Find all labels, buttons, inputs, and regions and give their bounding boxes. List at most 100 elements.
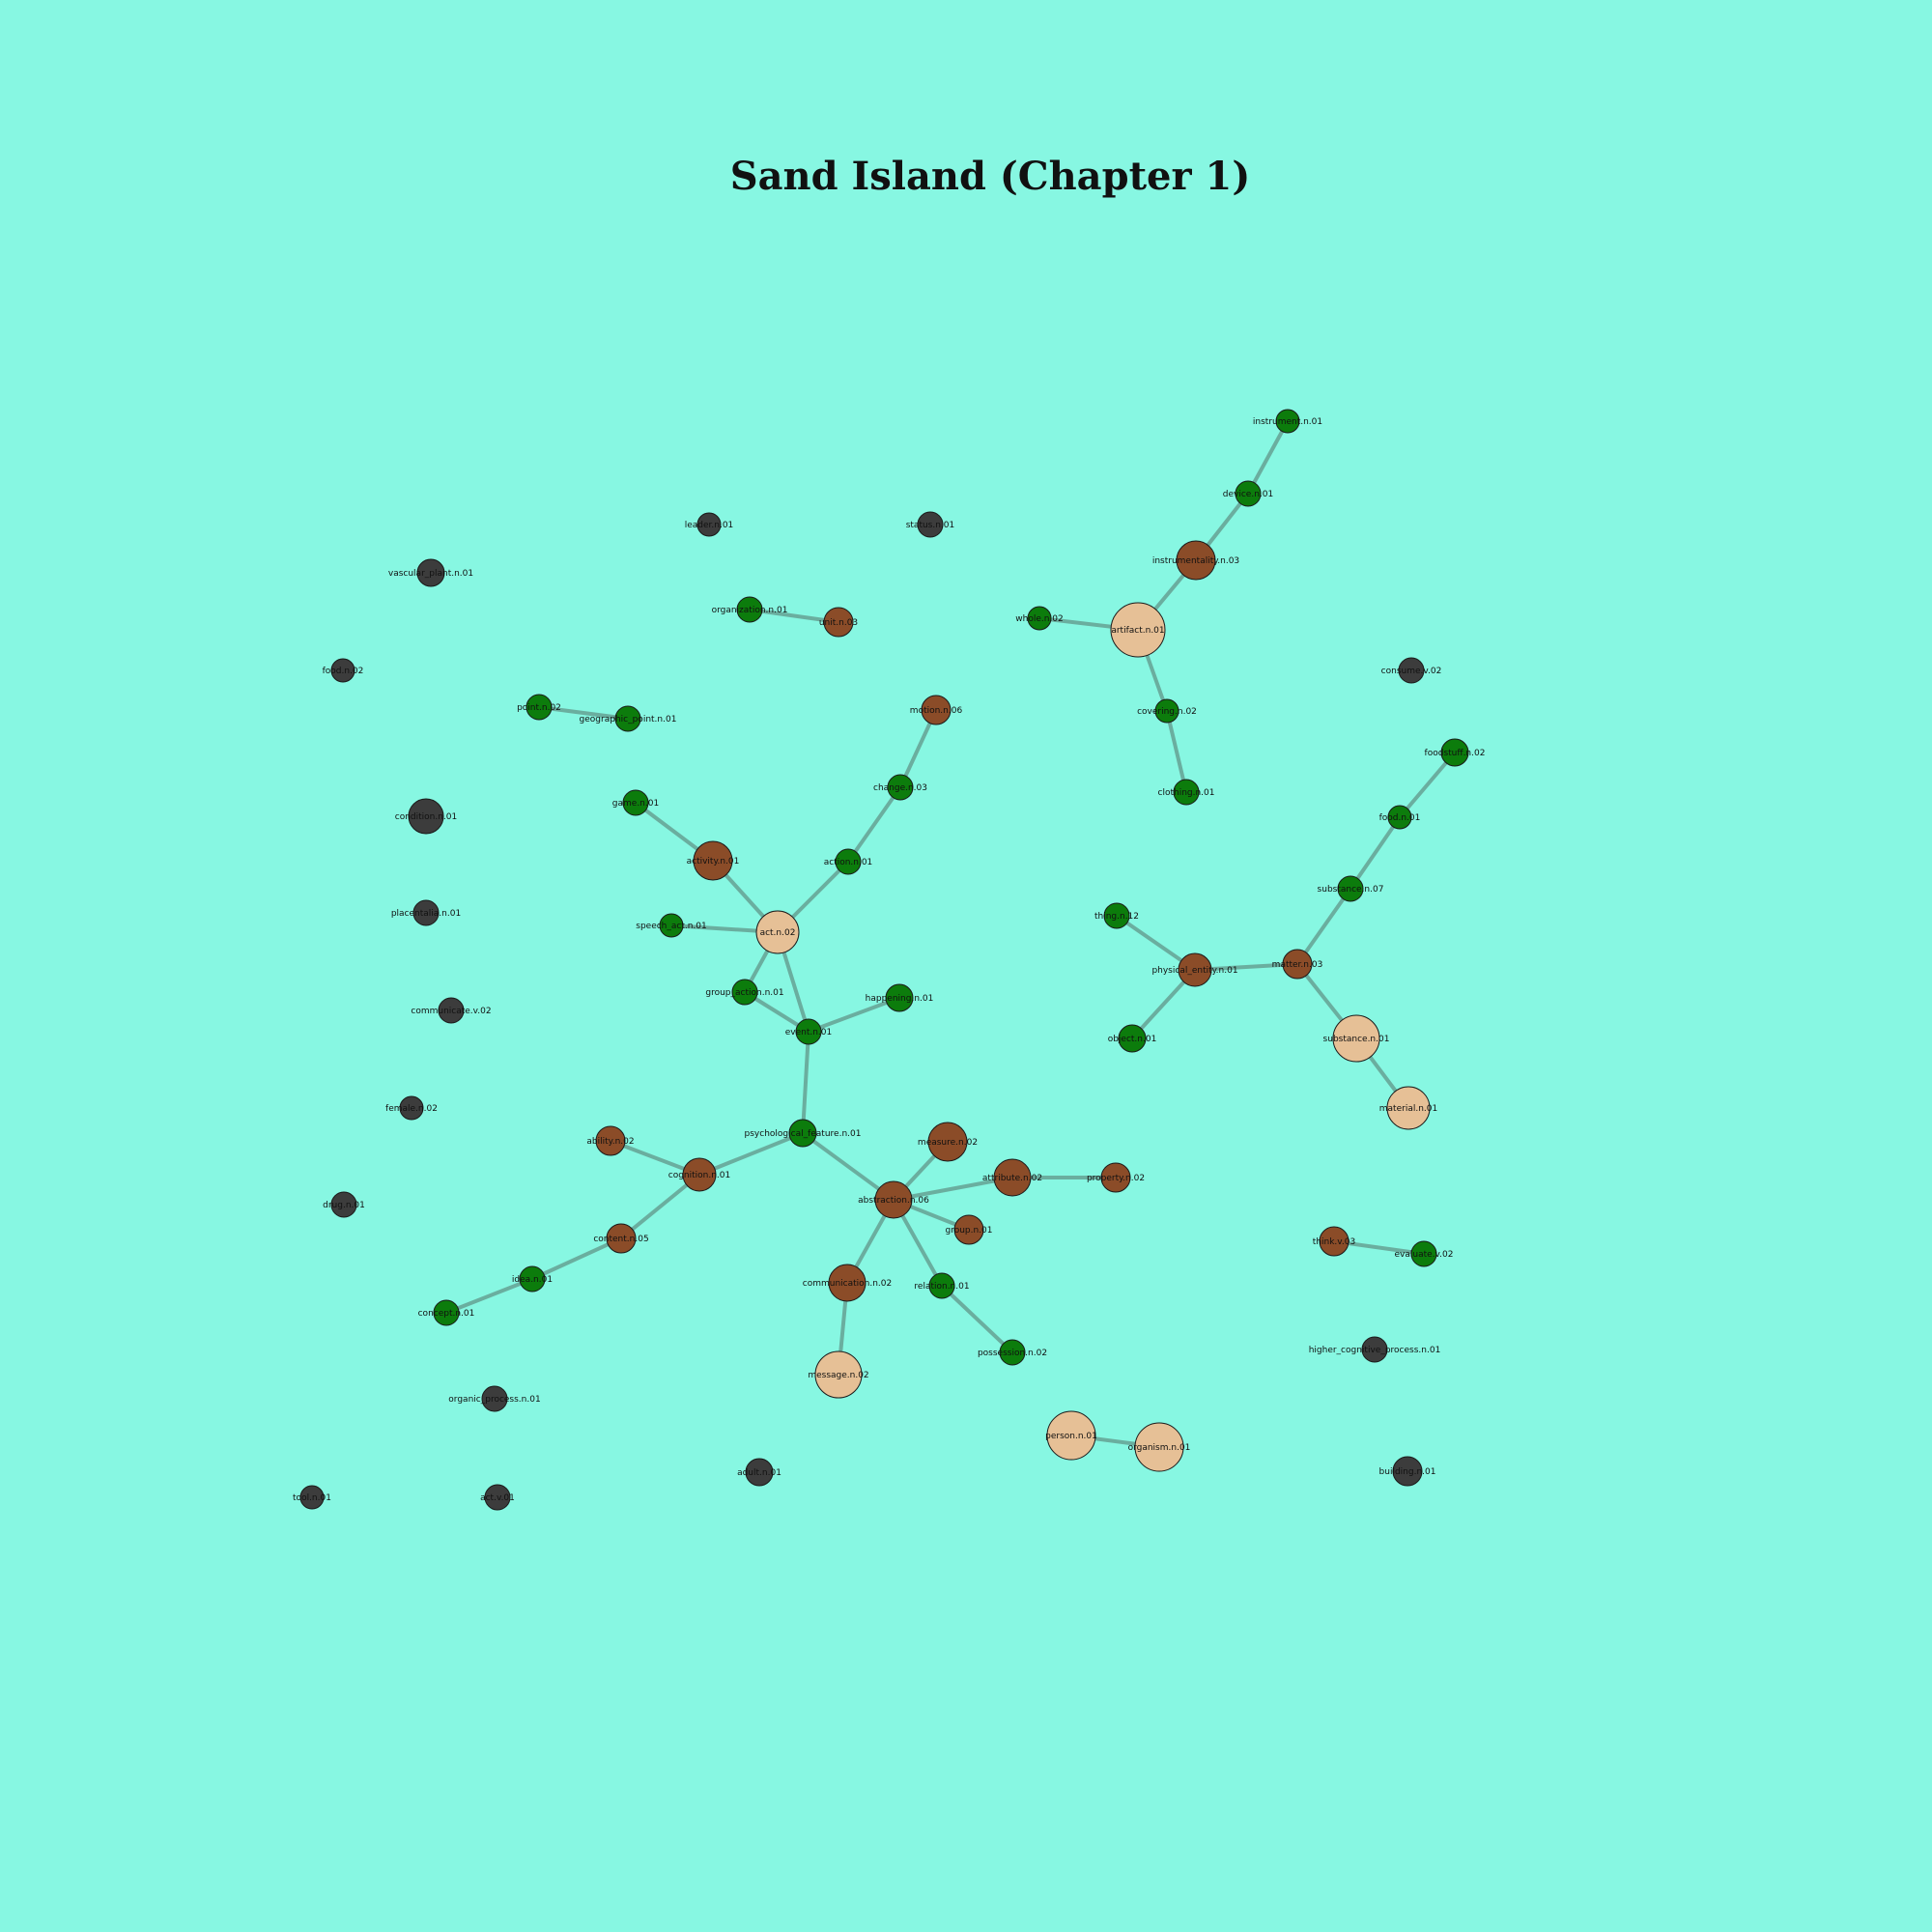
edge-content.n.05--idea.n.01 xyxy=(530,1236,623,1281)
node-circle xyxy=(917,511,944,538)
node-activity.n.01: activity.n.01 xyxy=(687,840,739,881)
node-concept.n.01: concept.n.01 xyxy=(418,1299,475,1326)
node-label: possession.n.02 xyxy=(978,1349,1047,1358)
node-status.n.01: status.n.01 xyxy=(906,511,954,538)
node-relation.n.01: relation.n.01 xyxy=(914,1272,970,1299)
node-label: building.n.01 xyxy=(1379,1467,1436,1477)
node-circle xyxy=(408,798,444,835)
node-label: communicate.v.02 xyxy=(411,1007,491,1016)
node-material.n.01: material.n.01 xyxy=(1379,1086,1437,1130)
node-label: placentalia.n.01 xyxy=(391,909,461,919)
node-label: evaluate.v.02 xyxy=(1395,1250,1454,1260)
node-circle xyxy=(788,1119,817,1148)
node-label: leader.n.01 xyxy=(685,521,734,530)
node-label: group.n.01 xyxy=(945,1226,992,1236)
node-leader.n.01: leader.n.01 xyxy=(685,512,734,537)
node-circle xyxy=(1100,1162,1131,1193)
edge-substance.n.07--matter.n.03 xyxy=(1295,887,1352,966)
node-circle xyxy=(993,1158,1032,1197)
node-circle xyxy=(1235,480,1262,507)
node-content.n.05: content.n.05 xyxy=(593,1223,649,1254)
node-label: concept.n.01 xyxy=(418,1309,475,1319)
node-circle xyxy=(1027,606,1052,631)
edge-change.n.03--action.n.01 xyxy=(846,785,902,864)
node-circle xyxy=(606,1223,637,1254)
node-label: point.n.02 xyxy=(517,703,561,713)
node-label: organism.n.01 xyxy=(1128,1443,1191,1453)
node-circle xyxy=(438,997,465,1024)
node-circle xyxy=(519,1265,546,1293)
node-circle xyxy=(1173,779,1200,806)
node-change.n.03: change.n.03 xyxy=(873,774,927,801)
node-geographic_point.n.01: geographic_point.n.01 xyxy=(580,705,677,732)
node-vascular_plant.n.01: vascular_plant.n.01 xyxy=(388,558,473,587)
node-food.n.02: food.n.02 xyxy=(323,658,363,683)
node-organization.n.01: organization.n.01 xyxy=(712,596,788,623)
node-circle xyxy=(330,1191,357,1218)
node-label: act.n.02 xyxy=(760,928,796,938)
edge-event.n.01--psychological_feature.n.01 xyxy=(801,1030,810,1135)
node-label: happening.n.01 xyxy=(866,994,934,1004)
node-label: higher_cognitive_process.n.01 xyxy=(1309,1346,1441,1355)
node-label: tool.n.01 xyxy=(293,1493,331,1503)
edge-event.n.01--happening.n.01 xyxy=(807,996,901,1034)
node-foodstuff.n.02: foodstuff.n.02 xyxy=(1425,738,1485,767)
node-circle xyxy=(1337,875,1364,902)
node-circle xyxy=(745,1458,774,1487)
node-thing.n.12: thing.n.12 xyxy=(1094,902,1139,929)
node-condition.n.01: condition.n.01 xyxy=(395,798,458,835)
node-building.n.01: building.n.01 xyxy=(1379,1456,1436,1487)
node-group_action.n.01: group_action.n.01 xyxy=(705,979,784,1006)
node-label: content.n.05 xyxy=(593,1235,648,1244)
node-label: property.n.02 xyxy=(1087,1174,1145,1183)
node-abstraction.n.06: abstraction.n.06 xyxy=(858,1180,929,1219)
node-label: organization.n.01 xyxy=(712,606,788,615)
node-label: instrument.n.01 xyxy=(1253,417,1322,427)
edge-foodstuff.n.02--food.n.01 xyxy=(1398,751,1457,819)
node-label: relation.n.01 xyxy=(914,1282,969,1292)
node-adult.n.01: adult.n.01 xyxy=(737,1458,781,1487)
node-physical_entity.n.01: physical_entity.n.01 xyxy=(1151,952,1238,987)
node-layer: instrument.n.01device.n.01instrumentalit… xyxy=(293,409,1485,1511)
node-label: communication.n.02 xyxy=(803,1279,892,1289)
node-circle xyxy=(399,1095,424,1121)
node-group.n.01: group.n.01 xyxy=(945,1214,993,1245)
node-measure.n.02: measure.n.02 xyxy=(918,1122,978,1162)
diagram-title: Sand Island (Chapter 1) xyxy=(730,154,1251,199)
node-label: organic_process.n.01 xyxy=(448,1395,540,1405)
node-food.n.01: food.n.01 xyxy=(1379,805,1420,830)
node-possession.n.02: possession.n.02 xyxy=(978,1339,1047,1366)
node-label: message.n.02 xyxy=(808,1371,868,1380)
node-label: female.n.02 xyxy=(385,1104,438,1114)
node-motion.n.06: motion.n.06 xyxy=(910,695,962,725)
edge-food.n.01--substance.n.07 xyxy=(1349,815,1402,891)
node-speech_act.n.01: speech_act.n.01 xyxy=(636,913,707,938)
node-circle xyxy=(953,1214,984,1245)
node-label: geographic_point.n.01 xyxy=(580,715,677,724)
node-label: condition.n.01 xyxy=(395,812,458,822)
node-instrument.n.01: instrument.n.01 xyxy=(1253,409,1322,434)
node-label: artifact.n.01 xyxy=(1111,626,1164,636)
node-tool.n.01: tool.n.01 xyxy=(293,1485,331,1510)
node-label: act.v.01 xyxy=(480,1493,515,1503)
node-circle xyxy=(874,1180,913,1219)
node-message.n.02: message.n.02 xyxy=(808,1350,869,1399)
node-whole.n.02: whole.n.02 xyxy=(1015,606,1064,631)
node-circle xyxy=(1398,657,1425,684)
node-label: drug.n.01 xyxy=(323,1201,365,1210)
node-circle xyxy=(1118,1024,1147,1053)
node-label: action.n.01 xyxy=(824,858,873,867)
node-circle xyxy=(1392,1456,1423,1487)
node-circle xyxy=(835,848,862,875)
node-artifact.n.01: artifact.n.01 xyxy=(1110,602,1166,658)
node-label: adult.n.01 xyxy=(737,1468,781,1478)
node-matter.n.03: matter.n.03 xyxy=(1272,949,1322,980)
node-circle xyxy=(1134,1422,1184,1472)
node-label: idea.n.01 xyxy=(512,1275,553,1285)
node-circle xyxy=(1154,698,1179,724)
node-circle xyxy=(823,607,854,638)
node-label: substance.n.01 xyxy=(1323,1035,1390,1044)
node-label: change.n.03 xyxy=(873,783,927,793)
edge-point.n.02--geographic_point.n.01 xyxy=(537,705,630,721)
edge-idea.n.01--concept.n.01 xyxy=(444,1277,534,1315)
